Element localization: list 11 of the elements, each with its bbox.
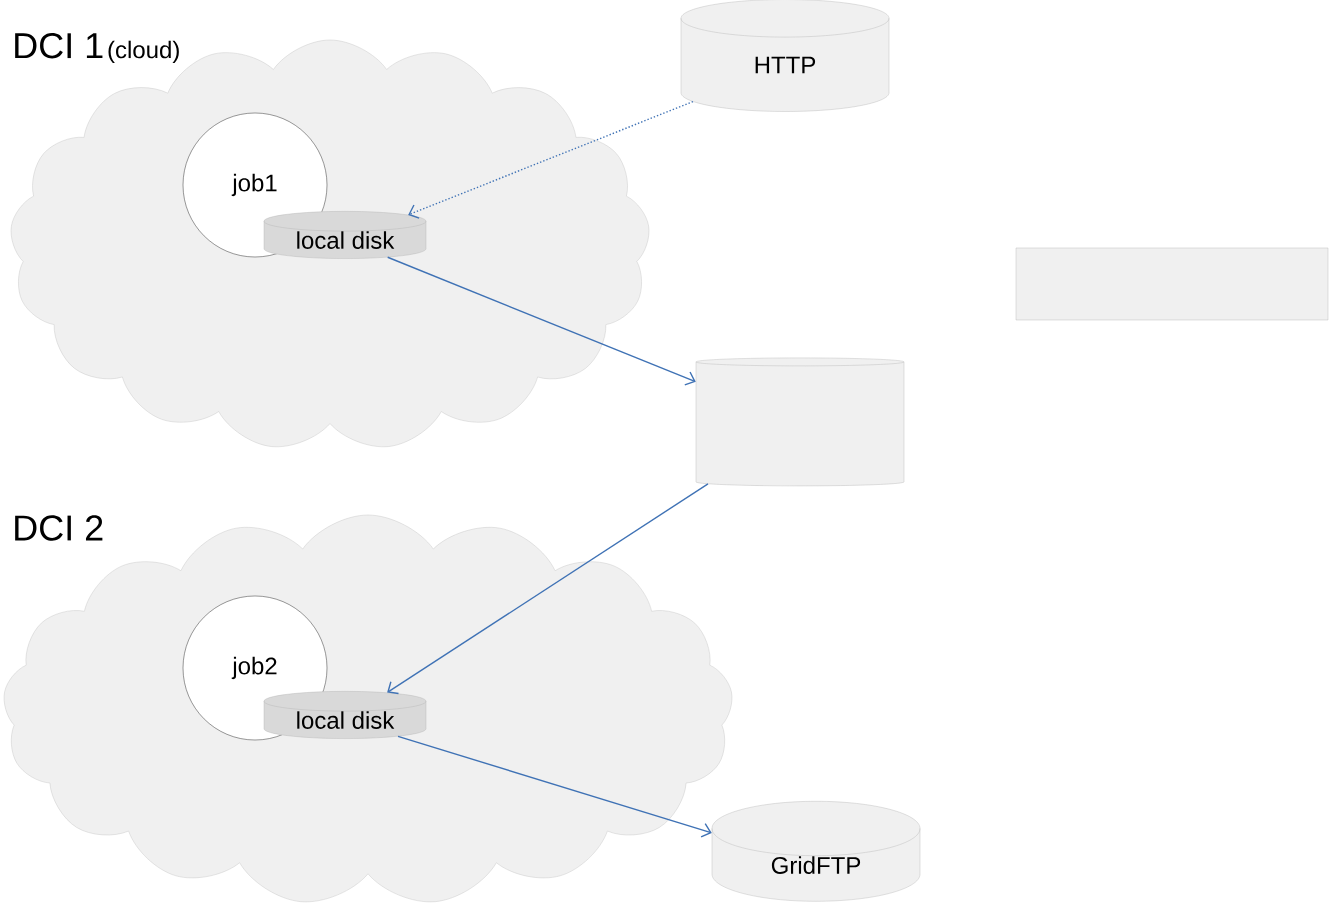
storage-cylinder <box>695 357 905 487</box>
storage-cylinder: GridFTP <box>711 801 921 902</box>
arrow <box>387 256 696 386</box>
local-disk-cylinder: local disk <box>263 691 427 739</box>
storage-cylinder: HTTP <box>680 0 890 112</box>
arrow <box>387 483 709 695</box>
service-box <box>1015 247 1329 321</box>
arrow <box>397 735 712 838</box>
local-disk-cylinder: local disk <box>263 211 427 259</box>
arrow <box>408 100 694 219</box>
cloud-title: DCI 2 <box>15 515 103 541</box>
